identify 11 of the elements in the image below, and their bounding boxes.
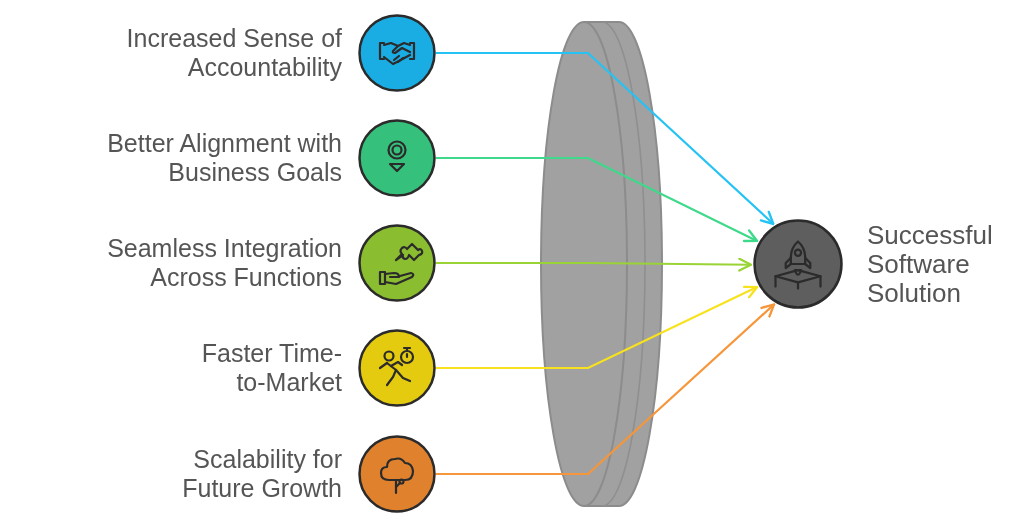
benefit-label: Seamless Integration Across Functions — [106, 234, 342, 292]
arrow — [436, 285, 759, 370]
arrow — [436, 303, 776, 476]
arrow — [436, 156, 759, 243]
benefit-label: Better Alignment with Business Goals — [106, 129, 342, 187]
benefit-label: Scalability for Future Growth — [181, 445, 342, 503]
arrow — [436, 257, 753, 272]
benefit-label: Increased Sense of Accountability — [125, 24, 342, 82]
outcome-label: Successful Software Solution — [867, 220, 994, 308]
benefit-label: Faster Time-to-Market — [200, 339, 342, 397]
arrow — [436, 51, 775, 226]
